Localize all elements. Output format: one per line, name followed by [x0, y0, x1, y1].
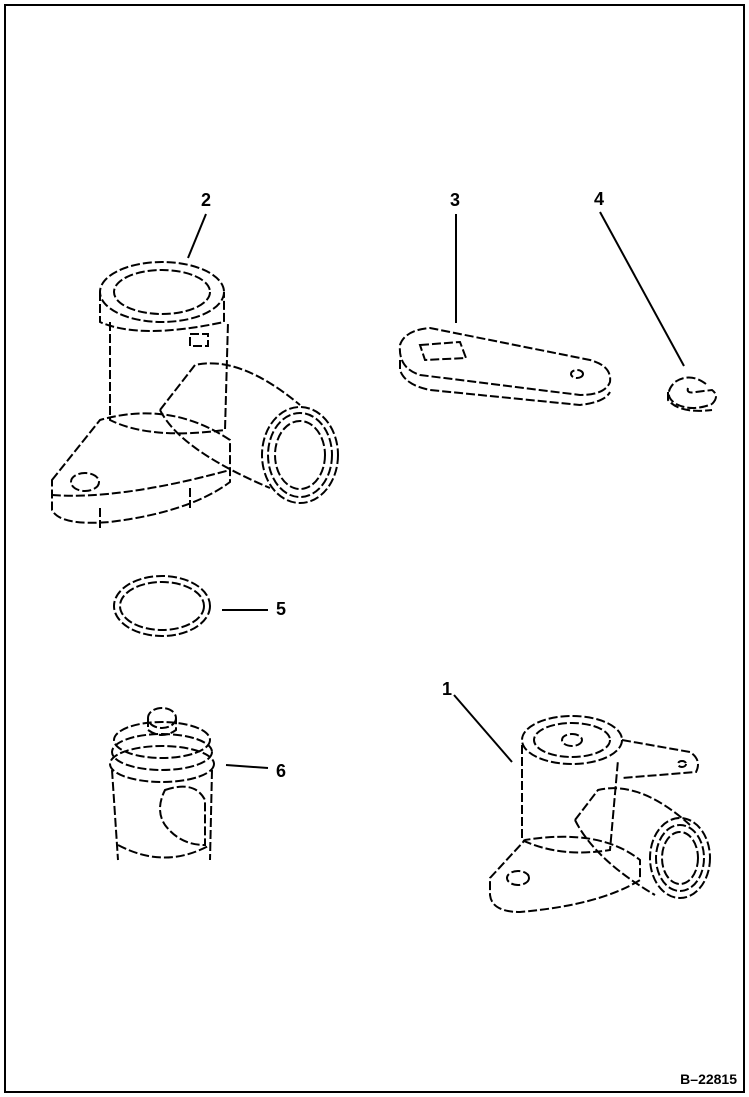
leader-line-2: [187, 213, 207, 259]
part-5-o-ring: [113, 575, 211, 637]
figure-code: B–22815: [680, 1071, 737, 1087]
callout-1: 1: [442, 679, 453, 699]
callout-3: 3: [450, 190, 461, 210]
part-6-thermostat: [109, 707, 215, 861]
callout-2: 2: [201, 190, 212, 210]
leader-line-4: [599, 211, 685, 367]
part-1-assembly: [489, 715, 711, 914]
part-3-lever-arm: [398, 326, 612, 407]
callout-5: 5: [276, 599, 287, 619]
callout-6: 6: [276, 761, 287, 781]
part-4-retaining-clip: [667, 376, 717, 412]
diagram-frame: [4, 4, 745, 1093]
leader-line-1: [453, 694, 513, 763]
part-2-housing-cover: [51, 261, 339, 528]
leader-line-6: [225, 764, 269, 769]
callout-4: 4: [594, 189, 605, 209]
leader-lines: [187, 211, 685, 769]
